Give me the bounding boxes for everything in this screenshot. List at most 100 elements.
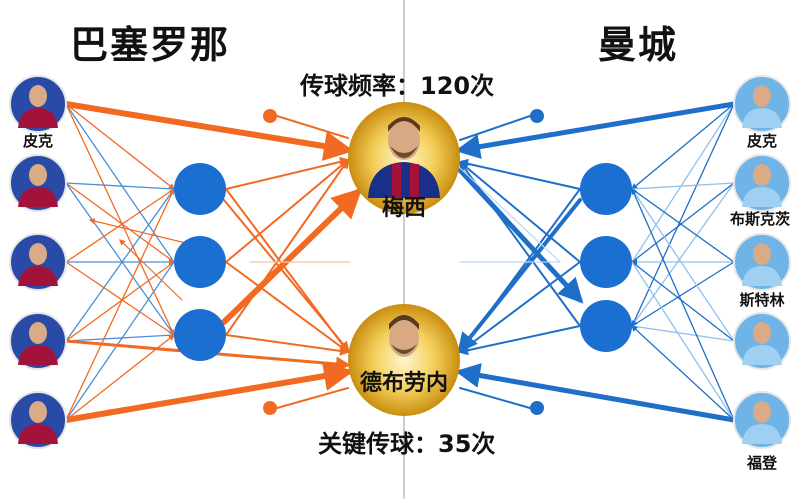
pass-line [631, 188, 735, 421]
pass-dot [530, 401, 544, 415]
player-name-left-1: 皮克 [22, 132, 54, 150]
avatar-face [29, 243, 47, 265]
shirt-stripe [392, 164, 401, 198]
star-messi [348, 102, 460, 214]
face [389, 319, 419, 357]
pass-line [455, 101, 737, 160]
player-avatar [9, 312, 67, 370]
player-avatar [733, 233, 791, 291]
barcelona-pass-edges [63, 101, 363, 423]
face [388, 120, 420, 160]
pass-dot [263, 109, 277, 123]
player-avatar [733, 391, 791, 449]
avatar-shirt [18, 424, 58, 444]
pass-line [458, 158, 581, 190]
pass-line [65, 188, 175, 263]
pass-line [631, 325, 735, 421]
pass-line [65, 334, 175, 342]
player-avatar [9, 391, 67, 449]
avatar-shirt [742, 108, 782, 128]
key-passes-label: 关键传球：35次 [318, 430, 496, 458]
pass-line [457, 198, 582, 354]
pass-line [65, 103, 176, 190]
hub-node [174, 309, 226, 361]
pass-line [631, 261, 735, 327]
pass-line [65, 182, 175, 263]
player-name-right-2: 布斯克茨 [729, 210, 791, 228]
avatar-shirt [18, 108, 58, 128]
player-avatar [733, 154, 791, 212]
pass-line [65, 261, 175, 336]
pass-line [225, 158, 350, 336]
pass-line [65, 103, 175, 263]
pass-line [459, 115, 531, 141]
pass-line [221, 187, 363, 325]
pass-line [458, 325, 581, 356]
star-de-bruyne [348, 304, 460, 416]
avatar-shirt [742, 187, 782, 207]
pass-line [225, 156, 350, 190]
pass-line [276, 387, 349, 409]
avatar-shirt [18, 345, 58, 365]
avatar-face [753, 85, 771, 107]
beard [391, 344, 417, 354]
pass-line [223, 199, 350, 352]
barcelona-hubs [174, 163, 226, 361]
pass-line [65, 103, 175, 336]
pass-line [65, 261, 175, 421]
player-name-right-1: 皮克 [746, 132, 778, 150]
avatar-face [753, 322, 771, 344]
avatar-shirt [742, 345, 782, 365]
player-name-right-5: 福登 [746, 454, 778, 472]
player-avatar [733, 75, 791, 133]
shirt-stripe [410, 164, 419, 198]
pass-line [276, 115, 349, 139]
pass-line [225, 158, 350, 263]
hair [388, 117, 420, 132]
player-avatar [9, 75, 67, 133]
star-name-de-bruyne: 德布劳内 [359, 371, 449, 396]
avatar-face [753, 243, 771, 265]
city-pass-edges [249, 101, 737, 423]
pass-line [65, 188, 175, 421]
pass-line [459, 167, 561, 263]
pass-line [631, 187, 735, 342]
avatar-face [29, 322, 47, 344]
pass-line [225, 334, 350, 356]
city-hubs [580, 163, 632, 352]
star-name-messi: 梅西 [381, 196, 427, 221]
pass-line [458, 160, 581, 263]
pass-line [631, 103, 735, 263]
hair [389, 315, 419, 330]
avatar-face [753, 164, 771, 186]
hub-node [580, 163, 632, 215]
team-title-barcelona: 巴塞罗那 [70, 23, 231, 67]
pass-line [631, 325, 735, 342]
beard [390, 146, 418, 158]
pass-frequency-label: 传球频率：120次 [300, 72, 495, 100]
pass-line [631, 103, 735, 327]
player-name-right-3: 斯特林 [739, 291, 785, 309]
pass-line [65, 182, 175, 337]
pass-line [457, 167, 584, 304]
pass-line [631, 182, 735, 263]
pass-line [631, 188, 735, 263]
player-avatars [9, 75, 791, 449]
pass-dot [530, 109, 544, 123]
pass-line [63, 361, 354, 423]
avatar-shirt [742, 424, 782, 444]
avatar-face [29, 164, 47, 186]
player-avatar [733, 312, 791, 370]
hub-node [580, 300, 632, 352]
pass-dot [263, 401, 277, 415]
pass-line [459, 387, 531, 409]
gold-halo [348, 304, 460, 416]
pass-line [455, 363, 737, 423]
avatar-shirt [742, 266, 782, 286]
pass-line [631, 182, 735, 190]
team-title-man-city: 曼城 [598, 23, 679, 67]
hub-node [174, 163, 226, 215]
hub-node [580, 236, 632, 288]
pass-line [225, 261, 350, 354]
